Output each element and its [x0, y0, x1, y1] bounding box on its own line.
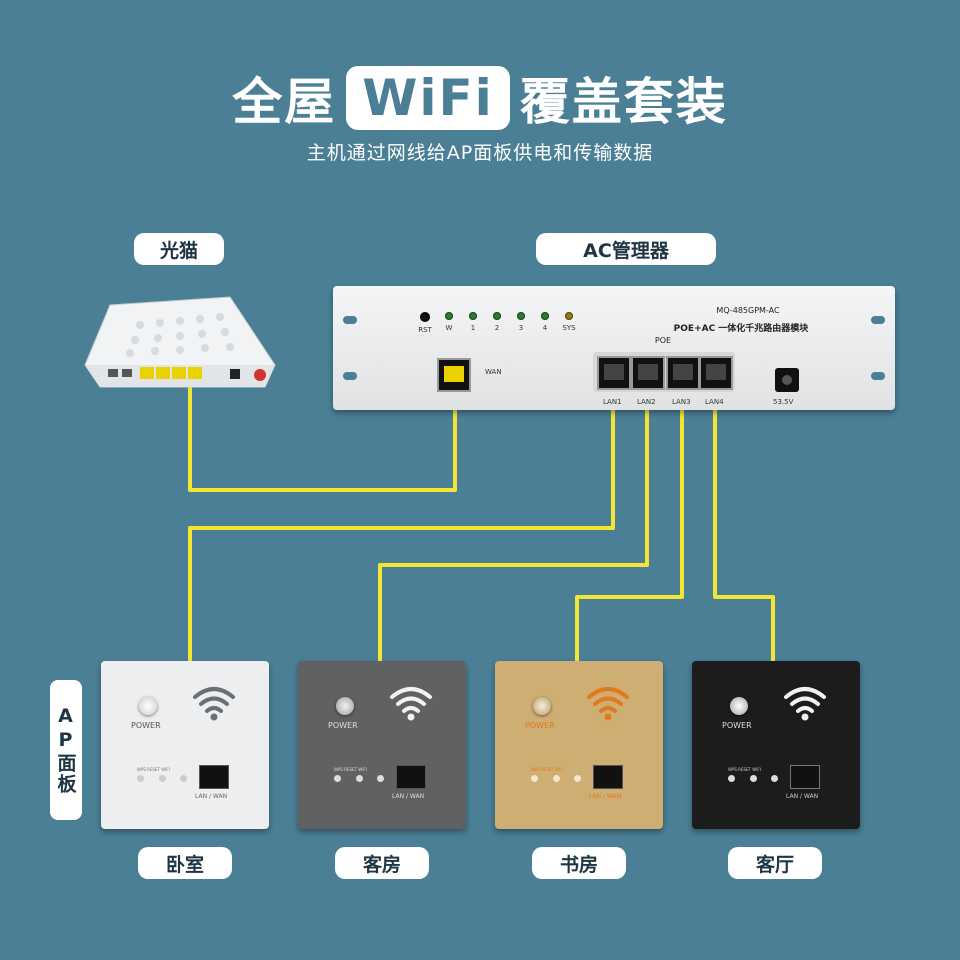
- wifi-icon: [193, 687, 235, 721]
- led-indicators: [334, 775, 384, 782]
- port-label: LAN / WAN: [589, 793, 622, 800]
- ethernet-jack: [199, 765, 229, 789]
- button-labels: WPS RESET WIFI: [137, 767, 170, 772]
- power-label: POWER: [131, 721, 161, 730]
- ac-manager-label: AC管理器: [536, 233, 716, 265]
- ap-panel-gray: POWER WPS RESET WIFI LAN / WAN: [298, 661, 466, 829]
- power-button: [139, 697, 157, 715]
- lan1-label: LAN1: [603, 398, 622, 406]
- wan-port-label: WAN: [485, 368, 502, 376]
- cable-lan1-bedroom: [188, 392, 615, 663]
- dc-power-jack: [775, 368, 799, 392]
- subtitle: 主机通过网线给AP面板供电和传输数据: [306, 142, 654, 164]
- ethernet-jack: [593, 765, 623, 789]
- power-label: POWER: [328, 721, 358, 730]
- lan4-port: [699, 356, 733, 390]
- lan3-label: LAN3: [672, 398, 691, 406]
- room-label-study: 书房: [532, 847, 626, 879]
- lan1-port: [597, 356, 631, 390]
- button-labels: WPS RESET WIFI: [531, 767, 564, 772]
- optical-modem: [84, 296, 276, 388]
- title-prefix: 全屋: [232, 73, 337, 131]
- poe-label: POE: [654, 336, 672, 345]
- rack-ear-hole: [871, 372, 885, 380]
- lan2-port: [631, 356, 665, 390]
- led-indicators: [137, 775, 187, 782]
- led-1: 1: [467, 312, 479, 334]
- rack-ear-hole: [871, 316, 885, 324]
- ac-model-number: MQ-485GPM-AC: [716, 306, 780, 315]
- led-rst: RST: [418, 312, 432, 334]
- lan4-label: LAN4: [705, 398, 724, 406]
- led-2: 2: [491, 312, 503, 334]
- page-title: 全屋 WiFi 覆盖套装: [0, 58, 960, 138]
- cable-lan2-guestroom: [378, 392, 649, 663]
- ethernet-jack: [396, 765, 426, 789]
- power-label: POWER: [722, 721, 752, 730]
- ac-manager-device: RST W 1 2 3 4 SYS MQ-485GPM-AC POE+AC 一体…: [333, 286, 895, 410]
- status-leds: RST W 1 2 3 4 SYS: [418, 312, 576, 334]
- power-button: [730, 697, 748, 715]
- led-indicators: [531, 775, 581, 782]
- title-wifi-highlight: WiFi: [346, 66, 510, 130]
- ap-panel-gold: POWER WPS RESET WIFI LAN / WAN: [495, 661, 663, 829]
- power-label: POWER: [525, 721, 555, 730]
- button-labels: WPS RESET WIFI: [728, 767, 761, 772]
- led-sys: SYS: [562, 312, 576, 334]
- port-label: LAN / WAN: [195, 793, 228, 800]
- rack-ear-hole: [343, 372, 357, 380]
- led-indicators: [728, 775, 778, 782]
- led-4: 4: [539, 312, 551, 334]
- power-button: [336, 697, 354, 715]
- cable-lan3-study: [575, 392, 684, 663]
- lan3-port: [666, 356, 700, 390]
- led-3: 3: [515, 312, 527, 334]
- port-label: LAN / WAN: [392, 793, 425, 800]
- modem-label: 光猫: [134, 233, 224, 265]
- ap-panel-side-label: AP面板: [50, 680, 82, 820]
- lan2-label: LAN2: [637, 398, 656, 406]
- ap-panel-white: POWER WPS RESET WIFI LAN / WAN: [101, 661, 269, 829]
- cable-lan4-livingroom: [713, 392, 775, 663]
- wifi-icon: [587, 687, 629, 721]
- wifi-icon: [784, 687, 826, 721]
- port-label: LAN / WAN: [786, 793, 819, 800]
- power-voltage-label: 53.5V: [773, 398, 794, 406]
- led-w: W: [443, 312, 455, 334]
- room-label-livingroom: 客厅: [728, 847, 822, 879]
- ap-panel-black: POWER WPS RESET WIFI LAN / WAN: [692, 661, 860, 829]
- title-suffix: 覆盖套装: [519, 73, 728, 131]
- button-labels: WPS RESET WIFI: [334, 767, 367, 772]
- room-label-bedroom: 卧室: [138, 847, 232, 879]
- wifi-icon: [390, 687, 432, 721]
- room-label-guestroom: 客房: [335, 847, 429, 879]
- power-button: [533, 697, 551, 715]
- rack-ear-hole: [343, 316, 357, 324]
- ac-model-description: POE+AC 一体化千兆路由器模块: [673, 324, 809, 334]
- ethernet-jack: [790, 765, 820, 789]
- wan-port: [437, 358, 471, 392]
